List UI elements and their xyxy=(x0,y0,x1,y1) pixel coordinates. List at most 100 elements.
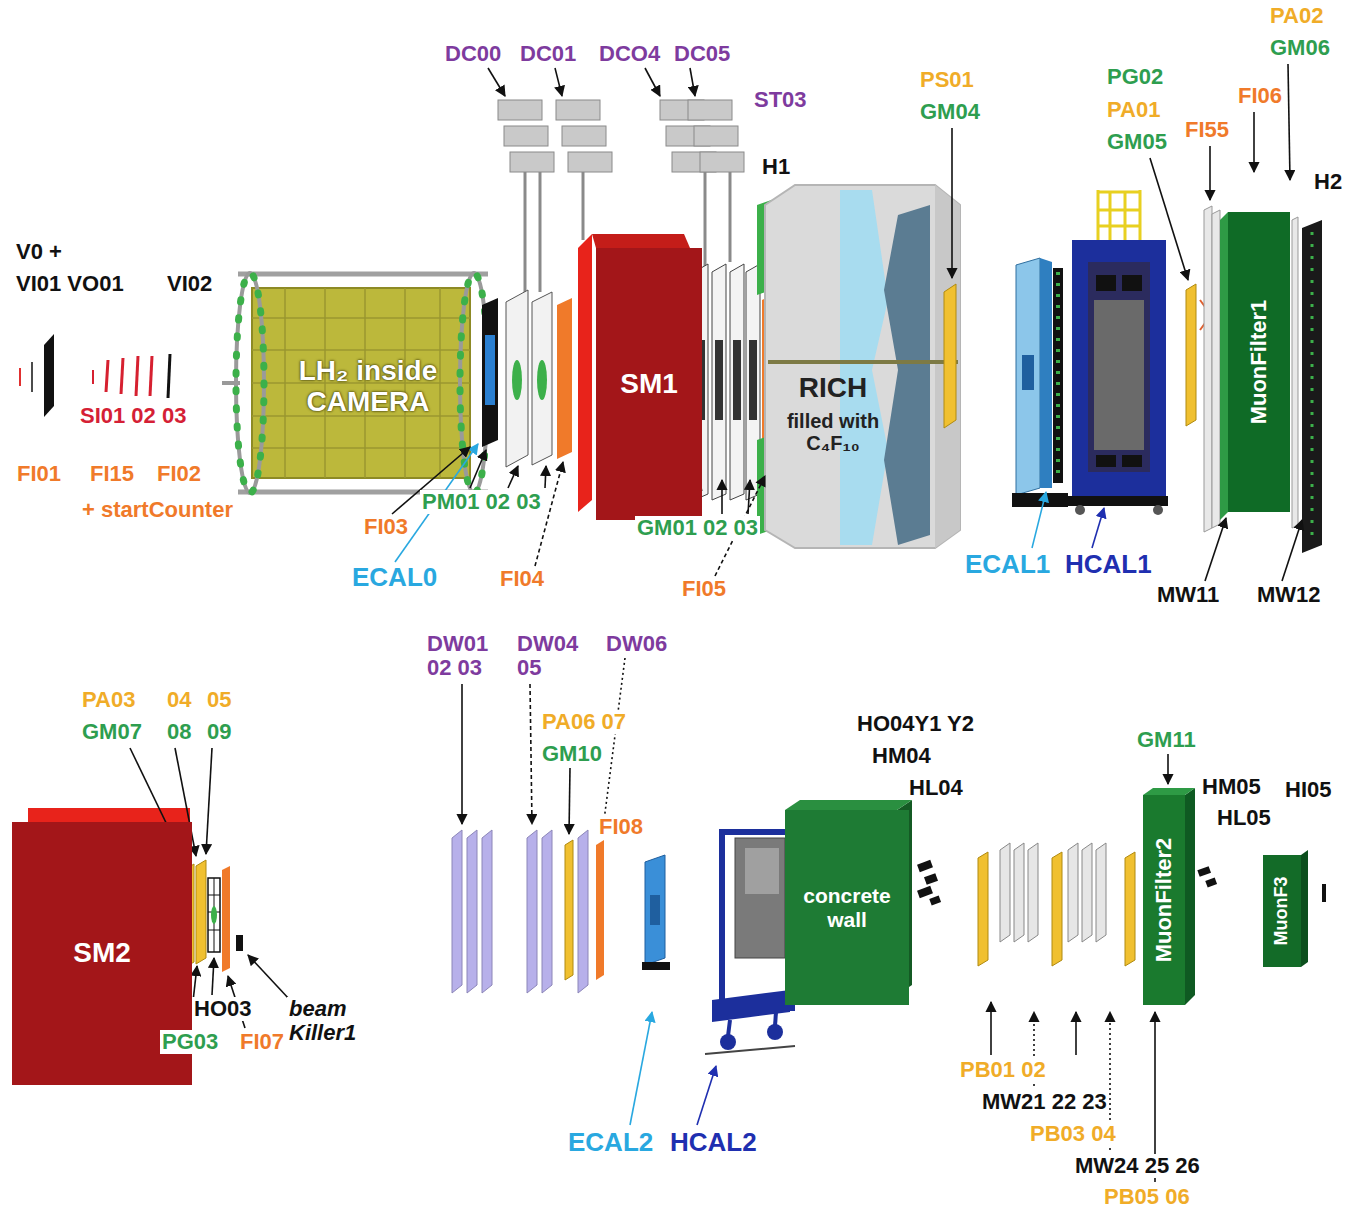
rich-vessel xyxy=(935,185,960,548)
muon-station xyxy=(1082,843,1092,942)
node-body: filled with C₄F₁₀ xyxy=(779,410,887,454)
part-label: GM07 xyxy=(80,720,144,744)
part-label: HL04 xyxy=(907,776,965,800)
node-title: MuonFilter2 xyxy=(1152,838,1176,963)
target-camera xyxy=(236,273,264,493)
rich-vessel xyxy=(768,360,958,364)
calorimeter xyxy=(1022,355,1034,390)
ecal0-and-trackers xyxy=(482,290,572,467)
rich-detector: RICH filled with C₄F₁₀ xyxy=(765,185,960,548)
part-label: FI05 xyxy=(680,577,728,601)
hodoscope xyxy=(929,895,941,905)
leader-arrow xyxy=(630,1012,652,1125)
calorimeter xyxy=(1094,300,1144,450)
part-label: HL05 xyxy=(1215,806,1273,830)
calorimeter xyxy=(642,962,670,970)
text-group: MuonFilter2 xyxy=(1152,838,1176,963)
muon-station xyxy=(1186,206,1322,553)
calorimeter xyxy=(1012,493,1068,507)
part-label: VI02 xyxy=(165,272,214,296)
drift-chamber-stand xyxy=(694,126,738,146)
calorimeter xyxy=(1153,505,1163,515)
muon-station xyxy=(1204,206,1212,532)
straw-chambers xyxy=(578,830,588,993)
target-camera xyxy=(238,272,488,277)
muon-station xyxy=(1186,284,1196,426)
part-label: ECAL1 xyxy=(963,550,1052,579)
veto-and-silicon xyxy=(121,358,123,394)
straw-chambers xyxy=(452,830,462,993)
part-label: DC05 xyxy=(672,42,732,66)
ecal0-and-trackers xyxy=(512,360,522,400)
magnet-box: SM1 xyxy=(596,248,702,520)
calorimeter xyxy=(1016,258,1040,495)
part-label: PA03 xyxy=(80,688,137,712)
node-title: MuonF3 xyxy=(1272,877,1292,946)
part-label: ST03 xyxy=(752,88,809,112)
ecal0-and-trackers xyxy=(532,292,552,465)
leader-arrow xyxy=(508,466,518,488)
node-title: RICH xyxy=(779,373,887,404)
straw-chambers xyxy=(482,830,492,993)
muon-station xyxy=(978,788,1308,1005)
part-label: + startCounter xyxy=(80,498,235,522)
part-label: PB05 06 xyxy=(1102,1185,1192,1209)
text-group: MuonFilter1 xyxy=(1247,300,1271,425)
leader-arrow xyxy=(1253,112,1255,172)
ecal0-and-trackers xyxy=(485,335,495,405)
rich-vessel xyxy=(765,185,960,548)
part-label: 08 xyxy=(165,720,193,744)
veto-and-silicon xyxy=(106,360,108,392)
part-label: FI06 xyxy=(1236,84,1284,108)
drift-chamber-stand xyxy=(704,172,707,266)
muon-station xyxy=(1052,852,1062,966)
muon-station xyxy=(1000,843,1010,942)
tracking-planes xyxy=(208,878,220,952)
part-label: PB01 02 xyxy=(958,1058,1048,1082)
ecal0-and-trackers xyxy=(506,290,528,467)
calorimeter xyxy=(1040,258,1052,488)
tracking-planes xyxy=(730,264,744,500)
part-label: ECAL2 xyxy=(566,1128,655,1157)
part-label: GM10 xyxy=(540,742,604,766)
part-label: GM04 xyxy=(918,100,982,124)
part-label: GM06 xyxy=(1268,36,1332,60)
leader-arrow xyxy=(1209,146,1211,200)
hodoscope xyxy=(924,873,938,885)
text-group: SM1 xyxy=(596,248,702,520)
hodoscope xyxy=(1205,877,1217,887)
leader-arrow xyxy=(569,768,570,834)
calorimeter xyxy=(728,1020,730,1036)
drift-chamber-stand xyxy=(582,172,585,240)
leader-arrow xyxy=(690,68,695,96)
part-label: DC01 xyxy=(518,42,578,66)
part-label: FI15 xyxy=(88,462,136,486)
part-label: H1 xyxy=(760,155,792,179)
hodoscope xyxy=(1197,866,1211,877)
node-title: MuonFilter1 xyxy=(1247,300,1271,425)
drift-chamber-stand xyxy=(524,172,527,292)
part-label: GM01 02 03 xyxy=(635,516,760,540)
magnet-sides xyxy=(578,234,592,512)
part-label: HM04 xyxy=(870,744,933,768)
part-label: FI02 xyxy=(155,462,203,486)
text-group: concrete wall xyxy=(785,810,909,1005)
muon-station xyxy=(1301,850,1308,967)
tracking-planes xyxy=(196,860,206,964)
veto-and-silicon xyxy=(168,354,170,398)
part-label: HI05 xyxy=(1283,778,1333,802)
part-label: FI07 xyxy=(238,1030,286,1054)
hodoscope xyxy=(917,860,933,872)
node-title: SM1 xyxy=(620,369,678,400)
calorimeter xyxy=(720,1034,736,1050)
part-label: HO04Y1 Y2 xyxy=(855,712,976,736)
part-label: 04 xyxy=(165,688,193,712)
leader-arrow xyxy=(545,466,546,488)
drift-chamber-stand xyxy=(556,100,600,120)
part-label: 05 xyxy=(205,688,233,712)
veto-and-silicon xyxy=(44,334,54,417)
calorimeter xyxy=(767,1024,783,1040)
tracking-planes xyxy=(208,878,220,952)
calorimeter xyxy=(1012,190,1168,515)
part-label: SI01 02 03 xyxy=(78,404,188,428)
